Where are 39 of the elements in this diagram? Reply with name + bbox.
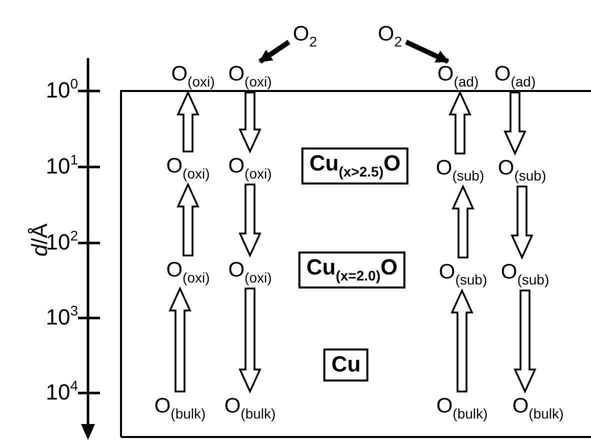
oxygen-species-label: O$_{(oxi)}$ xyxy=(228,64,272,88)
hollow-arrow xyxy=(504,92,526,156)
phase-box: Cu$_{(x=2.0)}$O xyxy=(298,252,406,288)
hollow-arrow xyxy=(450,288,474,392)
hollow-arrow xyxy=(514,290,536,394)
hollow-arrow xyxy=(510,186,534,260)
oxygen-species-label: O$_{(oxi)}$ xyxy=(228,260,272,284)
oxygen-species-label: O$_{(bulk)}$ xyxy=(436,396,488,420)
phase-box: Cu xyxy=(323,348,369,382)
oxygen-species-label: O$_{(oxi)}$ xyxy=(228,156,272,180)
phase-box: Cu$_{(x>2.5)}$O xyxy=(301,148,409,184)
oxygen-species-label: O$_{(bulk)}$ xyxy=(224,396,276,420)
hollow-arrow xyxy=(452,184,474,258)
oxygen-species-label: O$_{(ad)}$ xyxy=(494,64,536,88)
hollow-arrow xyxy=(448,90,472,154)
oxygen-species-label: O$_{(bulk)}$ xyxy=(154,396,206,420)
oxygen-species-label: O$_{(sub)}$ xyxy=(436,158,484,182)
hollow-arrow xyxy=(176,182,200,256)
oxygen-species-label: O$_{(oxi)}$ xyxy=(166,260,210,284)
oxygen-species-label: O$_{(sub)}$ xyxy=(500,262,550,286)
oxygen-species-label: O$_{(ad)}$ xyxy=(437,64,479,88)
oxygen-species-label: O$_{(oxi)}$ xyxy=(171,64,215,88)
oxygen-species-label: O$_{(oxi)}$ xyxy=(166,156,210,180)
oxygen-species-label: O$_{(sub)}$ xyxy=(438,262,488,286)
oxygen-molecule-label: O$_{2}$ xyxy=(378,24,402,48)
hollow-arrow xyxy=(238,288,262,394)
hollow-arrow xyxy=(238,184,262,258)
oxygen-species-label: O$_{(bulk)}$ xyxy=(512,396,564,420)
tick-label: 10$^{1}$ xyxy=(46,152,78,178)
tick-label: 10$^{4}$ xyxy=(46,378,78,404)
tick-label: 10$^{0}$ xyxy=(46,76,78,102)
hollow-arrow xyxy=(168,286,192,392)
oxygen-molecule-label: O$_{2}$ xyxy=(292,24,318,48)
arrow xyxy=(258,40,290,64)
oxygen-species-label: O$_{(sub)}$ xyxy=(498,158,546,182)
hollow-arrow xyxy=(176,90,200,152)
arrow xyxy=(405,40,450,64)
tick-label: 10$^{3}$ xyxy=(46,304,78,328)
hollow-arrow xyxy=(238,92,262,154)
